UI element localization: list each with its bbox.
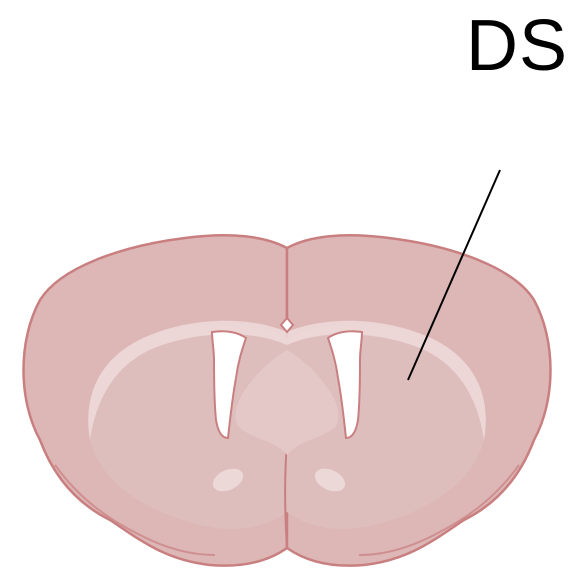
ds-label: DS bbox=[466, 6, 568, 86]
